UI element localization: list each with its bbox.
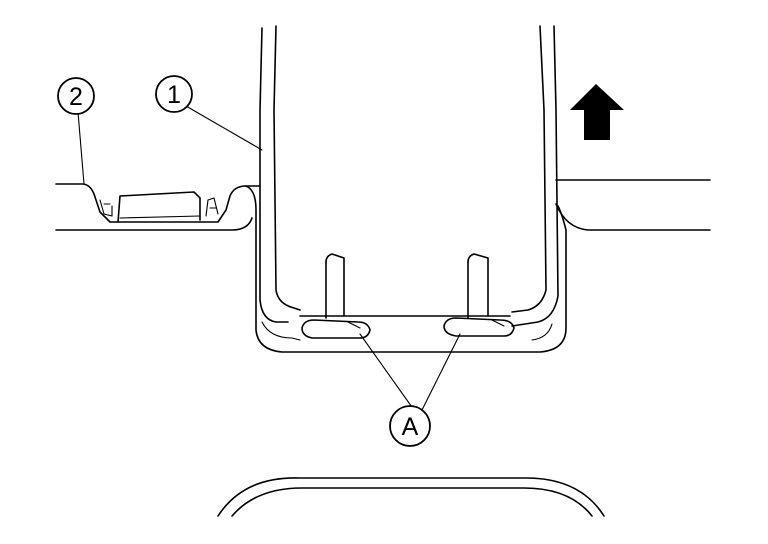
callout-1-label: 1: [167, 81, 181, 109]
callout-2: 2: [57, 77, 95, 115]
callout-1: 1: [155, 75, 193, 113]
main-component: [259, 25, 559, 327]
lower-component: [217, 477, 605, 517]
tab-left: [301, 253, 371, 339]
up-arrow-icon: [570, 84, 624, 140]
leader-lines: [77, 105, 461, 411]
callout-2-label: 2: [69, 83, 83, 111]
callout-a: A: [389, 405, 431, 447]
callout-a-label: A: [402, 413, 419, 441]
housing: [245, 185, 567, 353]
right-panel: [555, 179, 711, 231]
panel-clip: [99, 191, 219, 223]
left-panel: [55, 183, 261, 231]
tab-right: [443, 253, 515, 337]
